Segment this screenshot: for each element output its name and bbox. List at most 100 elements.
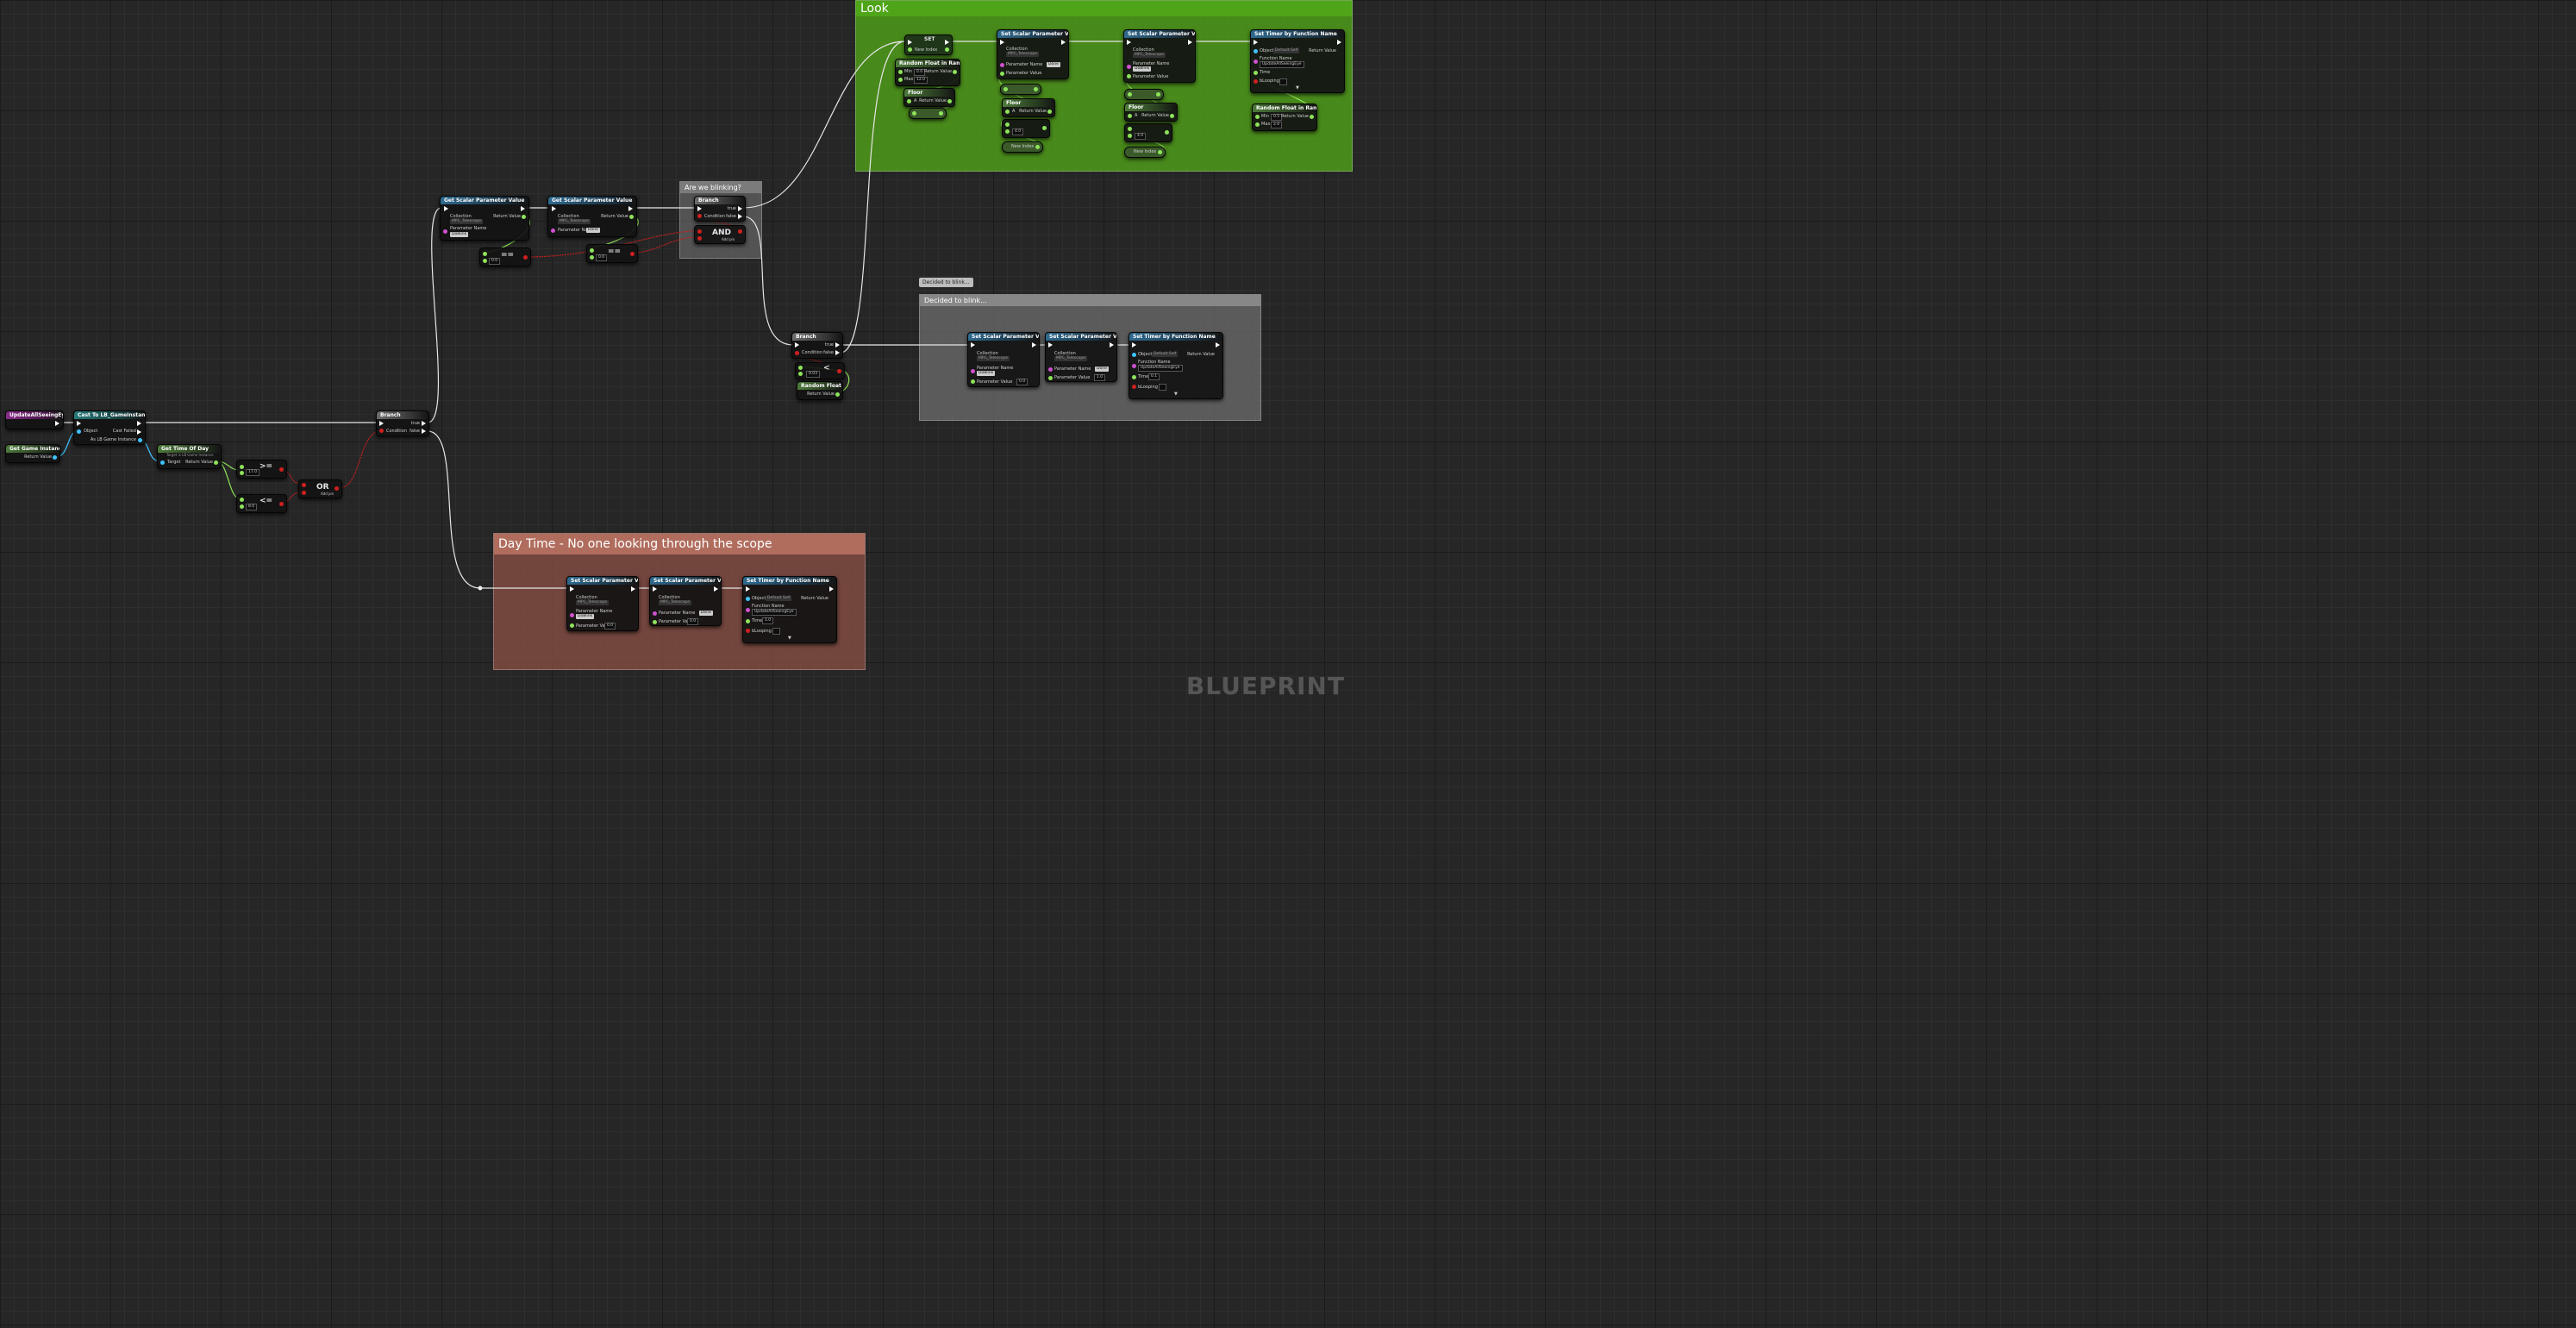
time-value-field[interactable]: 1.0 <box>762 617 774 624</box>
look-conversion-node-2[interactable] <box>1000 84 1041 95</box>
add-pin-button[interactable]: Add pin <box>722 237 735 241</box>
input-a-pin[interactable] <box>240 498 244 502</box>
compare-lte-node[interactable]: 8.0 <= <box>236 494 287 513</box>
function-name-pin[interactable] <box>1254 60 1258 64</box>
parameter-name-dropdown[interactable]: DoBlink <box>450 232 469 237</box>
value-field[interactable]: 0.03 <box>806 371 821 378</box>
blueprint-graph-canvas[interactable]: Look Are we blinking? Decided to blink..… <box>0 0 1353 700</box>
max-pin[interactable] <box>898 78 903 82</box>
output-pin[interactable] <box>279 502 284 506</box>
exec-in-pin[interactable] <box>908 40 912 45</box>
parameter-value-pin[interactable] <box>1048 376 1053 380</box>
looping-checkbox[interactable] <box>1159 384 1166 391</box>
collection-dropdown[interactable]: MPC_Telescope <box>659 600 691 605</box>
look-set-scalar-parameter-node-2[interactable]: Set Scalar Parameter Value Collection MP… <box>1123 29 1196 83</box>
exec-out-pin[interactable] <box>1061 40 1066 45</box>
day-set-scalar-parameter-node-2[interactable]: Set Scalar Parameter Value Collection MP… <box>649 576 722 626</box>
floor-node-3[interactable]: Floor A Return Value <box>1124 103 1178 122</box>
false-exec-pin[interactable] <box>422 429 426 434</box>
blink-set-timer-node[interactable]: Set Timer by Function Name Object Defaul… <box>1129 332 1223 399</box>
parameter-name-dropdown[interactable]: Done <box>1047 62 1060 67</box>
return-value-pin[interactable] <box>1310 115 1314 119</box>
output-pin[interactable] <box>630 252 635 256</box>
input-pin[interactable] <box>1128 92 1132 97</box>
condition-pin[interactable] <box>697 214 702 218</box>
random-float-node[interactable]: Random Float Return Value <box>797 381 843 400</box>
exec-in-pin[interactable] <box>1127 40 1131 45</box>
output-pin[interactable] <box>1035 145 1040 149</box>
exec-out-pin[interactable] <box>521 206 525 211</box>
new-index-getter-node-1[interactable]: New Index <box>1002 141 1043 153</box>
input-a-pin[interactable] <box>697 229 702 234</box>
parameter-value-field[interactable]: 1.0 <box>1094 374 1106 381</box>
a-pin[interactable] <box>1128 114 1132 118</box>
branch-node-blinking[interactable]: Branch Condition true false <box>694 196 746 222</box>
floor-node-2[interactable]: Floor A Return Value <box>1002 98 1055 117</box>
return-value-pin[interactable] <box>522 215 526 219</box>
parameter-name-pin[interactable] <box>551 229 555 233</box>
looping-pin[interactable] <box>1132 385 1136 389</box>
parameter-name-dropdown[interactable]: Done <box>699 611 713 616</box>
true-exec-pin[interactable] <box>835 342 840 348</box>
blink-set-scalar-parameter-node-2[interactable]: Set Scalar Parameter Value Collection MP… <box>1045 332 1117 382</box>
object-pin[interactable] <box>1132 353 1136 357</box>
function-name-field[interactable]: UpdateAllSeeingEye <box>1138 365 1183 372</box>
input-b-pin[interactable] <box>483 259 487 263</box>
exec-in-pin[interactable] <box>746 586 750 592</box>
return-value-pin[interactable] <box>953 70 957 74</box>
parameter-value-pin[interactable] <box>1127 74 1131 78</box>
event-node-update-all-seeing-eye[interactable]: UpdateAllSeeingEye <box>5 410 64 429</box>
function-name-pin[interactable] <box>746 608 750 612</box>
input-pin[interactable] <box>1004 87 1008 91</box>
parameter-value-field[interactable]: 0.0 <box>1016 379 1029 385</box>
function-name-field[interactable]: UpdateAllSeeingEye <box>752 609 797 616</box>
min-pin[interactable] <box>898 70 903 74</box>
branch-node-main[interactable]: Branch Condition true false <box>376 410 429 436</box>
input-a-pin[interactable] <box>798 366 803 370</box>
parameter-name-pin[interactable] <box>1127 65 1131 69</box>
exec-out-pin[interactable] <box>829 586 834 592</box>
object-value[interactable]: Default Self <box>1152 352 1179 357</box>
collection-dropdown[interactable]: MPC_Telescope <box>558 219 591 224</box>
parameter-name-dropdown[interactable]: DoBlink <box>1133 66 1152 72</box>
and-node[interactable]: AND Add pin <box>694 225 746 244</box>
value-field[interactable]: 4.0 <box>1012 128 1024 135</box>
comment-are-we-blinking[interactable]: Are we blinking? <box>679 181 762 259</box>
output-pin[interactable] <box>1158 150 1162 154</box>
parameter-name-pin[interactable] <box>1000 63 1004 67</box>
input-a-pin[interactable] <box>240 465 244 469</box>
min-pin[interactable] <box>1255 115 1260 119</box>
return-value-pin[interactable] <box>947 99 952 103</box>
return-value-pin[interactable] <box>53 455 57 460</box>
modulo-node-1[interactable]: 4.0 <box>1002 119 1050 138</box>
output-pin[interactable] <box>939 111 943 116</box>
looping-pin[interactable] <box>1254 79 1258 84</box>
get-scalar-parameter-node-2[interactable]: Get Scalar Parameter Value Collection MP… <box>547 196 637 237</box>
input-b-pin[interactable] <box>798 372 803 376</box>
exec-out-pin[interactable] <box>1110 342 1114 348</box>
return-value-pin[interactable] <box>214 460 218 465</box>
false-exec-pin[interactable] <box>738 214 742 219</box>
parameter-name-pin[interactable] <box>443 229 447 234</box>
return-value-pin[interactable] <box>835 392 840 397</box>
equal-node-1[interactable]: 0.0 == <box>479 247 531 266</box>
parameter-name-pin[interactable] <box>1048 367 1053 372</box>
value-field[interactable]: 0.0 <box>596 254 608 261</box>
collection-dropdown[interactable]: MPC_Telescope <box>1006 52 1039 57</box>
exec-in-pin[interactable] <box>1132 342 1136 348</box>
condition-pin[interactable] <box>795 351 799 355</box>
add-pin-button[interactable]: Add pin <box>321 492 335 496</box>
input-a-pin[interactable] <box>590 248 594 253</box>
as-game-instance-pin[interactable] <box>138 438 142 442</box>
exec-in-pin[interactable] <box>1000 40 1004 45</box>
collection-dropdown[interactable]: MPC_Telescope <box>450 219 483 224</box>
exec-in-pin[interactable] <box>570 586 574 592</box>
parameter-name-dropdown[interactable]: Done <box>1095 366 1109 372</box>
parameter-name-pin[interactable] <box>971 369 975 373</box>
return-value-pin[interactable] <box>1047 110 1052 114</box>
parameter-name-pin[interactable] <box>653 611 657 616</box>
min-value-field[interactable]: 0.0 <box>914 69 926 76</box>
output-pin[interactable] <box>1165 130 1169 135</box>
or-node[interactable]: OR Add pin <box>298 479 342 498</box>
output-pin[interactable] <box>523 255 528 260</box>
